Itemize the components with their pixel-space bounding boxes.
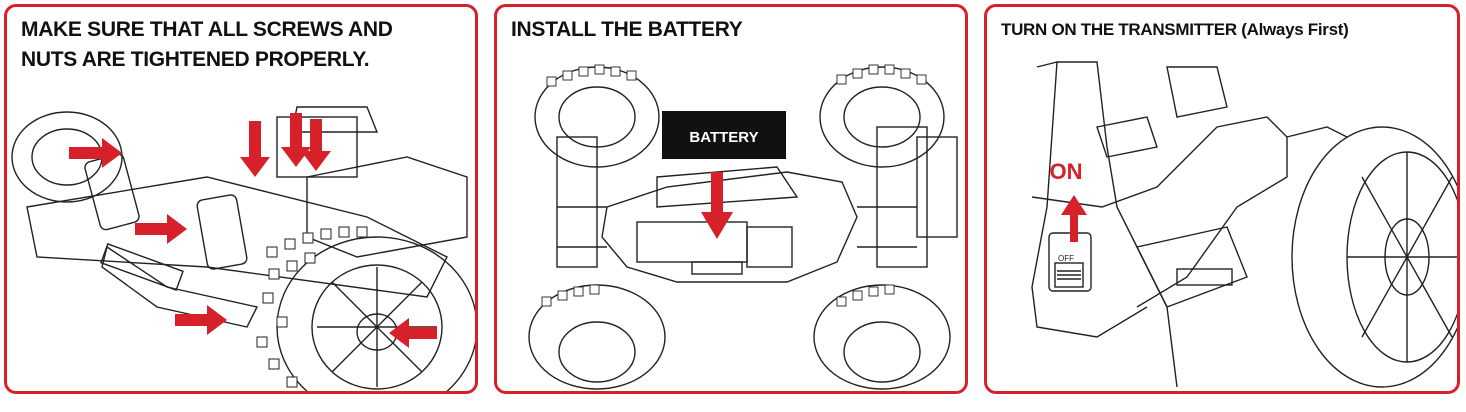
panel-turn-on-transmitter: TURN ON THE TRANSMITTER (Always First) O… <box>984 4 1460 394</box>
buggy-top-illustration: BATTERY <box>528 64 958 390</box>
battery-label: BATTERY <box>689 129 758 146</box>
battery-label-box <box>662 111 786 159</box>
panel-install-battery: INSTALL THE BATTERY <box>494 4 968 394</box>
red-arrow-icon <box>701 172 733 239</box>
buggy-closeup-illustration <box>11 106 475 391</box>
on-label: ON <box>1050 159 1083 184</box>
panel-title: MAKE SURE THAT ALL SCREWS AND NUTS ARE T… <box>21 18 393 71</box>
red-arrow-icon <box>1061 195 1087 242</box>
panel-title: TURN ON THE TRANSMITTER (Always First) <box>1001 20 1349 39</box>
panel-title: INSTALL THE BATTERY <box>511 18 743 41</box>
panel-tighten-screws: MAKE SURE THAT ALL SCREWS AND NUTS ARE T… <box>4 4 478 394</box>
red-arrow-icon <box>69 113 437 348</box>
transmitter-illustration: OFF ON <box>1031 61 1457 388</box>
off-label: OFF <box>1058 254 1074 263</box>
